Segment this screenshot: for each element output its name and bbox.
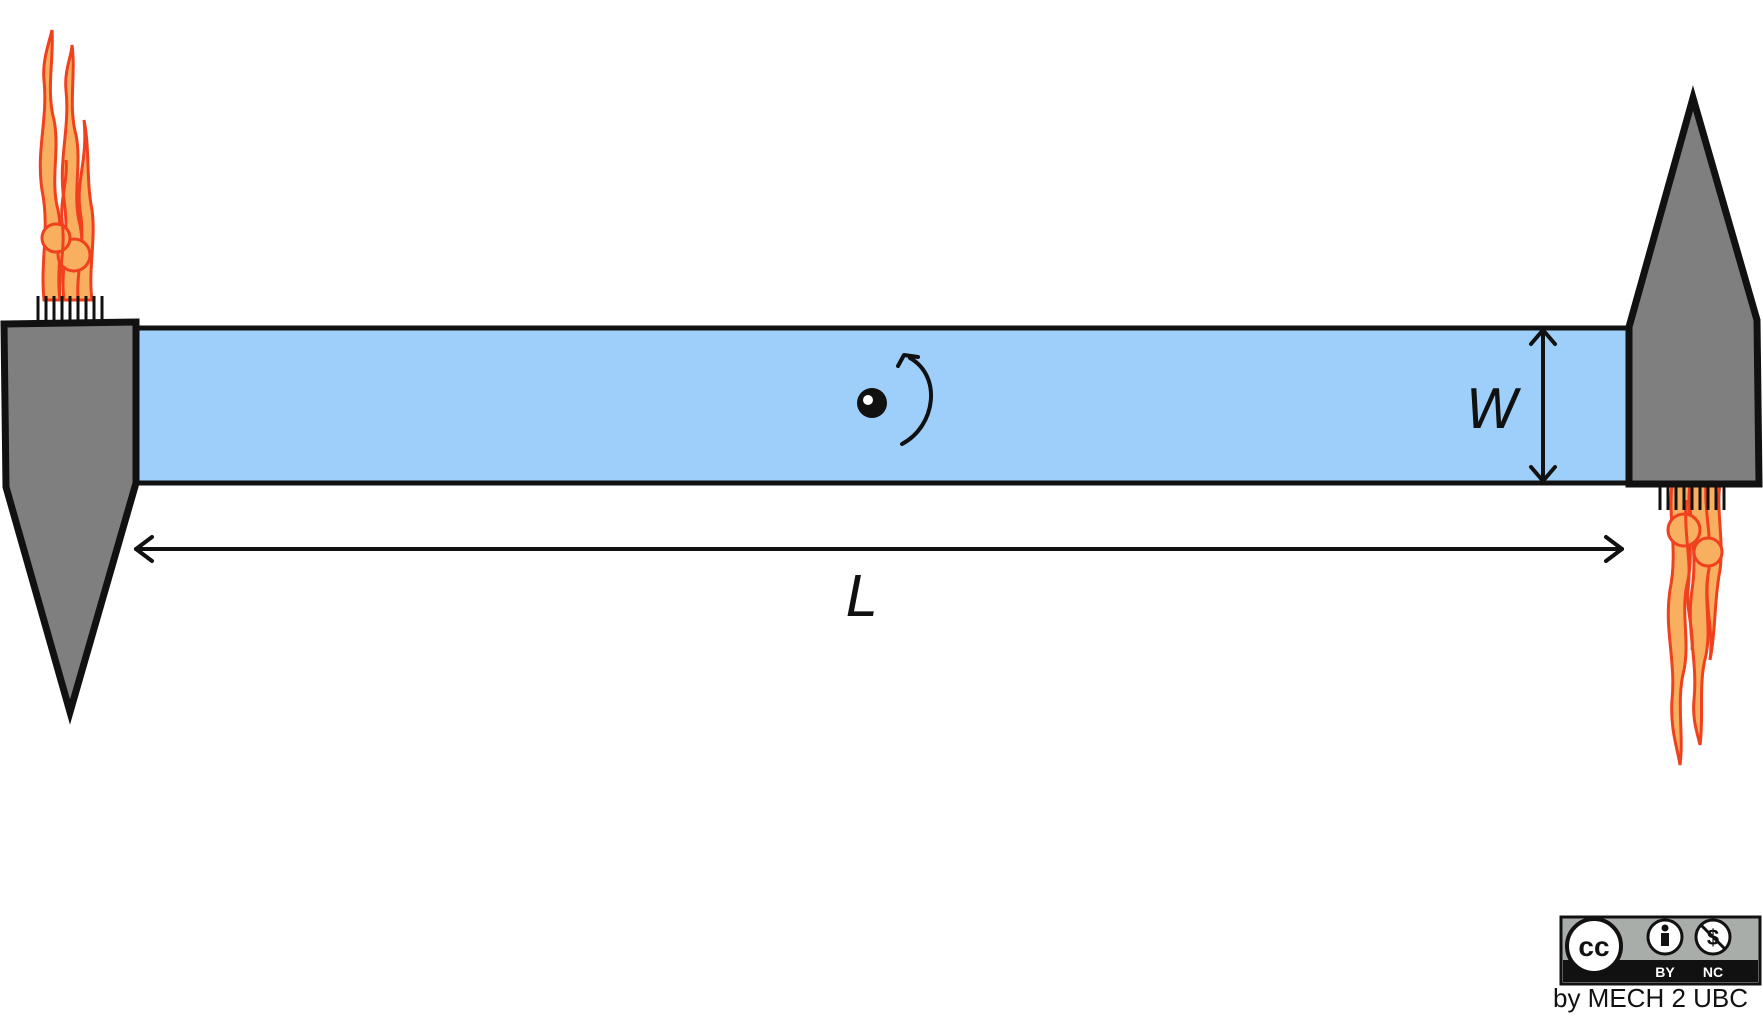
right-flame bbox=[1658, 482, 1726, 766]
left-flame bbox=[36, 29, 104, 320]
by-label: BY bbox=[1655, 964, 1675, 980]
pivot-point-icon bbox=[857, 388, 887, 418]
rotation-arrow-icon bbox=[896, 353, 933, 446]
cc-icon: cc bbox=[1578, 931, 1609, 962]
nc-label: NC bbox=[1703, 964, 1723, 980]
length-label: L bbox=[846, 565, 877, 630]
left-thruster bbox=[0, 318, 140, 725]
width-dimension-arrow bbox=[1529, 328, 1557, 483]
credit-text: by MECH 2 UBC bbox=[1553, 983, 1749, 1013]
width-label: W bbox=[1466, 378, 1522, 441]
length-dimension-arrow bbox=[134, 535, 1624, 563]
license-badge: cc $ BY NC bbox=[1559, 915, 1762, 986]
right-thruster bbox=[1625, 85, 1763, 488]
